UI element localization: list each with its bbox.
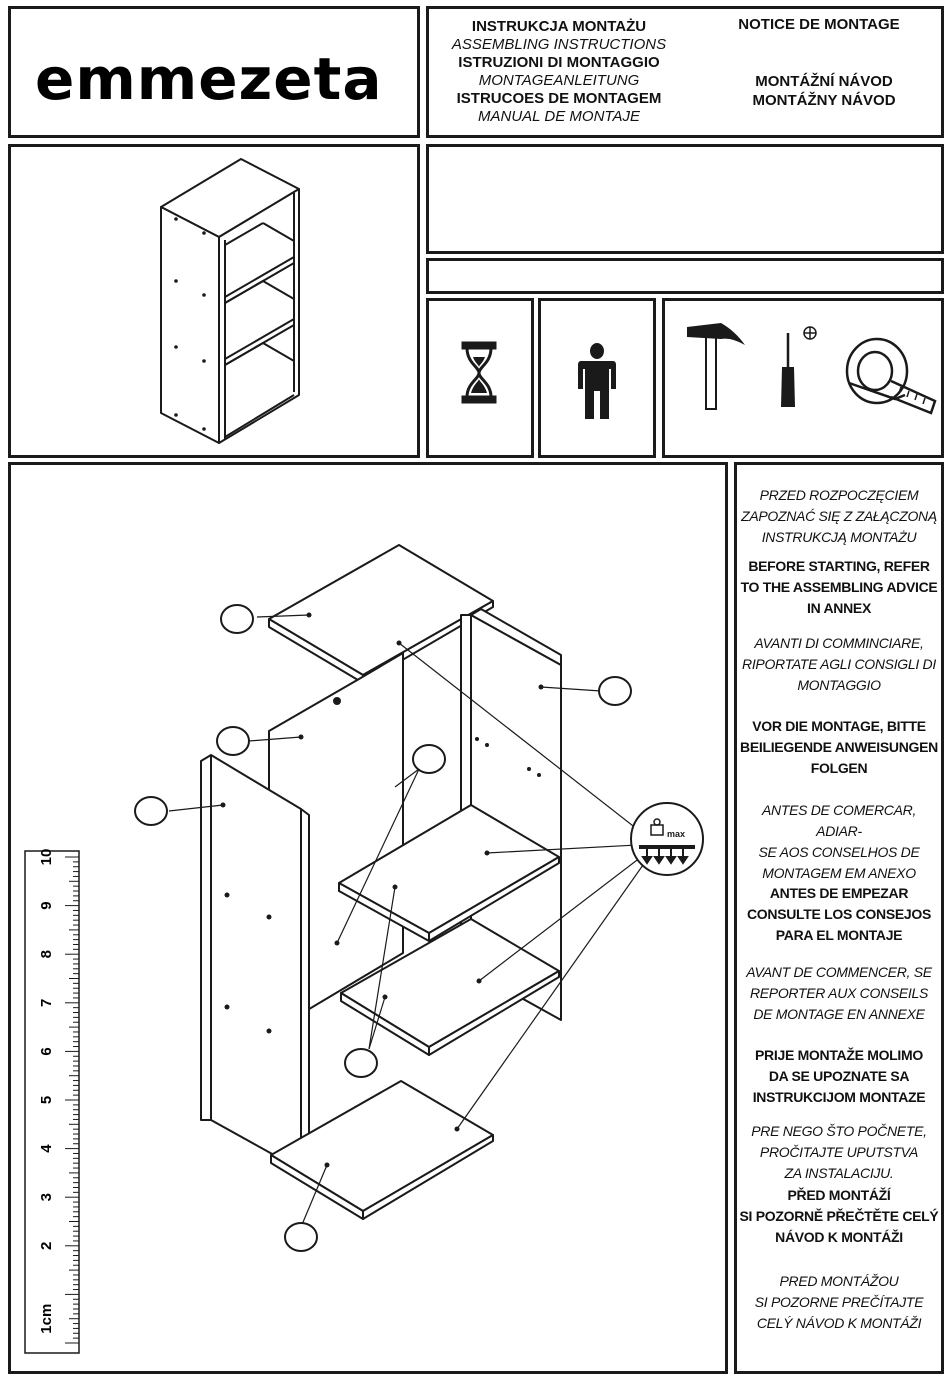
title-line: MANUAL DE MONTAJE xyxy=(478,108,640,125)
brand-logo: emmezeta xyxy=(35,45,383,113)
note-line: DE MONTAGE EN ANNEXE xyxy=(753,1006,925,1022)
note-line: PROČITAJTE UPUTSTVA xyxy=(759,1144,919,1160)
note-line: ZA INSTALACIJU. xyxy=(784,1165,894,1181)
part-callouts xyxy=(134,604,632,1252)
top-panel xyxy=(268,544,494,676)
note-line: PRED MONTÁŽOU xyxy=(779,1273,899,1289)
note-line: CELÝ NÁVOD K MONTÁŽI xyxy=(756,1315,922,1331)
product-name-panel xyxy=(426,144,944,254)
assembly-note: PŘED MONTÁŽÍ SI POZORNĚ PŘEČTĚTE CELÝ NÁVO… xyxy=(739,1185,939,1248)
note-line: PARA EL MONTAJE xyxy=(775,927,903,943)
part-callout xyxy=(284,1222,318,1252)
assembly-note: ANTES DE COMERCAR, ADIAR- SE AOS CONSELHO… xyxy=(739,800,939,884)
tape-measure-icon xyxy=(845,337,937,415)
note-line: MONTAGGIO xyxy=(797,677,881,693)
ruler-number: 10 xyxy=(38,849,55,866)
phillips-screwdriver-icon xyxy=(781,326,817,407)
note-line: FOLGEN xyxy=(810,760,868,776)
notes-panel: PRZED ROZPOCZĘCIEM ZAPOZNAĆ SIĘ Z ZAŁĄCZO… xyxy=(734,462,944,1374)
left-side-panel xyxy=(200,754,302,1171)
note-line: AVANTI DI COMMINCIARE, xyxy=(754,635,924,651)
ruler: 2 3 4 5 6 7 8 9 10 1cm xyxy=(24,849,80,1354)
note-line: PŘED MONTÁŽÍ xyxy=(787,1187,891,1203)
tools-panel xyxy=(662,298,944,458)
assembly-note: AVANTI DI COMMINCIARE, RIPORTATE AGLI CON… xyxy=(739,633,939,696)
time-panel xyxy=(426,298,534,458)
title-line: NOTICE DE MONTAGE xyxy=(738,16,900,33)
product-preview-panel xyxy=(8,144,420,458)
note-line: ANTES DE EMPEZAR xyxy=(769,885,909,901)
load-label: max xyxy=(667,829,685,839)
ruler-number: 8 xyxy=(38,950,55,958)
note-line: INSTRUKCJĄ MONTAŻU xyxy=(761,529,917,545)
note-line: IN ANNEX xyxy=(807,600,871,616)
ruler-number: 3 xyxy=(38,1193,55,1201)
assembly-note: PRED MONTÁŽOU SI POZORNE PREČÍTAJTE CELÝ N… xyxy=(739,1271,939,1334)
assembly-note: BEFORE STARTING, REFER TO THE ASSEMBLING … xyxy=(739,556,939,619)
note-line: ZAPOZNAĆ SIĘ Z ZAŁĄCZONĄ xyxy=(741,508,937,524)
part-callout xyxy=(344,1048,378,1078)
exploded-diagram-panel: max 2 3 4 5 6 7 8 9 10 1cm xyxy=(8,462,728,1374)
ruler-number: 9 xyxy=(38,901,55,909)
note-line: CONSULTE LOS CONSEJOS xyxy=(746,906,932,922)
note-line: DA SE UPOZNATE SA xyxy=(768,1068,910,1084)
product-code-panel xyxy=(426,258,944,294)
note-line: RIPORTATE AGLI CONSIGLI DI xyxy=(742,656,936,672)
assembly-note: PRIJE MONTAŽE MOLIMO DA SE UPOZNATE SA INS… xyxy=(739,1045,939,1108)
note-line: INSTRUKCIJOM MONTAZE xyxy=(752,1089,926,1105)
title-line: ISTRUCOES DE MONTAGEM xyxy=(456,90,662,107)
part-callout xyxy=(134,796,168,826)
tools-illustration xyxy=(687,323,937,415)
ruler-number: 6 xyxy=(38,1047,55,1055)
title-line: ASSEMBLING INSTRUCTIONS xyxy=(451,36,667,53)
person-icon xyxy=(578,343,616,419)
note-line: SE AOS CONSELHOS DE xyxy=(758,844,920,860)
note-line: SI POZORNĚ PŘEČTĚTE CELÝ xyxy=(739,1208,939,1224)
ruler-number: 4 xyxy=(38,1144,55,1153)
note-line: TO THE ASSEMBLING ADVICE xyxy=(740,579,938,595)
note-line: NÁVOD K MONTÁŽI xyxy=(775,1229,903,1245)
title-panel: INSTRUKCJA MONTAŻU ASSEMBLING INSTRUCTIO… xyxy=(426,6,944,138)
note-line: PRE NEGO ŠTO POČNETE, xyxy=(751,1123,927,1139)
ruler-number: 2 xyxy=(38,1242,55,1250)
note-line: BEILIEGENDE ANWEISUNGEN xyxy=(740,739,938,755)
assembly-note: PRE NEGO ŠTO POČNETE, PROČITAJTE UPUTSTVA… xyxy=(739,1121,939,1184)
part-callout xyxy=(598,676,632,706)
assembly-note: PRZED ROZPOCZĘCIEM ZAPOZNAĆ SIĘ Z ZAŁĄCZO… xyxy=(739,485,939,548)
max-load-icon: max xyxy=(630,802,704,876)
ruler-number: 5 xyxy=(38,1096,55,1104)
ruler-number: 7 xyxy=(38,999,55,1007)
assembly-note: AVANT DE COMMENCER, SE REPORTER AUX CONSE… xyxy=(739,962,939,1025)
bookcase-illustration xyxy=(160,158,300,444)
note-line: MONTAGEM EM ANEXO xyxy=(762,865,916,881)
note-line: REPORTER AUX CONSEILS xyxy=(749,985,929,1001)
part-callout xyxy=(220,604,254,634)
hourglass-icon xyxy=(461,341,497,404)
persons-panel xyxy=(538,298,656,458)
title-line: INSTRUKCJA MONTAŻU xyxy=(471,18,647,35)
note-line: BEFORE STARTING, REFER xyxy=(748,558,930,574)
assembly-note: ANTES DE EMPEZAR CONSULTE LOS CONSEJOS PAR… xyxy=(739,883,939,946)
part-callout xyxy=(412,744,446,774)
note-line: AVANT DE COMMENCER, SE xyxy=(746,964,932,980)
title-line: MONTÁŽNÍ NÁVOD xyxy=(755,73,893,90)
note-line: PRIJE MONTAŽE MOLIMO xyxy=(755,1047,923,1063)
hammer-icon xyxy=(687,323,745,410)
note-line: SI POZORNE PREČÍTAJTE xyxy=(754,1294,924,1310)
note-line: ANTES DE COMERCAR, ADIAR- xyxy=(761,802,917,839)
note-line: VOR DIE MONTAGE, BITTE xyxy=(752,718,926,734)
logo-panel: emmezeta xyxy=(8,6,420,138)
note-line: PRZED ROZPOCZĘCIEM xyxy=(759,487,919,503)
ruler-unit-label: 1cm xyxy=(38,1304,55,1334)
title-line: MONTAGEANLEITUNG xyxy=(478,72,640,89)
title-line: ISTRUZIONI DI MONTAGGIO xyxy=(458,54,660,71)
title-line: MONTÁŽNY NÁVOD xyxy=(752,92,896,109)
assembly-note: VOR DIE MONTAGE, BITTE BEILIEGENDE ANWEIS… xyxy=(739,716,939,779)
exploded-view-illustration: max 2 3 4 5 6 7 8 9 10 1cm xyxy=(24,544,704,1354)
part-callout xyxy=(216,726,250,756)
